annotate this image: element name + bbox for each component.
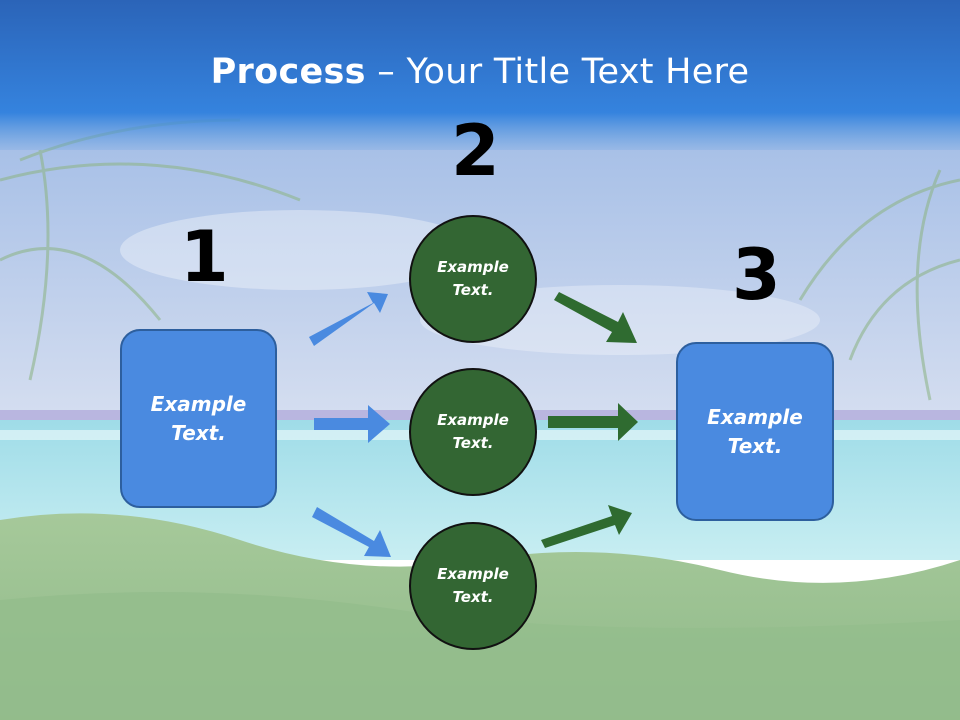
target-box-line1: Example — [707, 404, 803, 429]
arrow-from-circle-3 — [541, 505, 632, 548]
step-number-2: 2 — [451, 110, 500, 192]
source-box-line2: Text. — [171, 420, 226, 445]
step-number-1: 1 — [180, 216, 229, 298]
circle-3-line2: Text. — [452, 588, 494, 606]
title-bold: Process — [210, 52, 366, 92]
title-rest: – Your Title Text Here — [365, 52, 750, 92]
circle-3-line1: Example — [437, 565, 509, 583]
circle-2-line2: Text. — [452, 434, 494, 452]
slide-title: Process – Your Title Text Here — [0, 52, 960, 92]
arrow-to-circle-1 — [309, 292, 388, 346]
circle-2-line1: Example — [437, 411, 509, 429]
step-number-3: 3 — [732, 234, 781, 316]
circle-1-line1: Example — [437, 258, 509, 276]
arrow-from-circle-1 — [554, 292, 637, 343]
arrow-to-circle-2 — [314, 405, 390, 443]
arrow-to-circle-3 — [312, 507, 391, 557]
circle-1-line2: Text. — [452, 281, 494, 299]
target-box-line2: Text. — [727, 433, 783, 458]
source-box-line1: Example — [150, 391, 247, 416]
arrow-from-circle-2 — [548, 403, 638, 441]
